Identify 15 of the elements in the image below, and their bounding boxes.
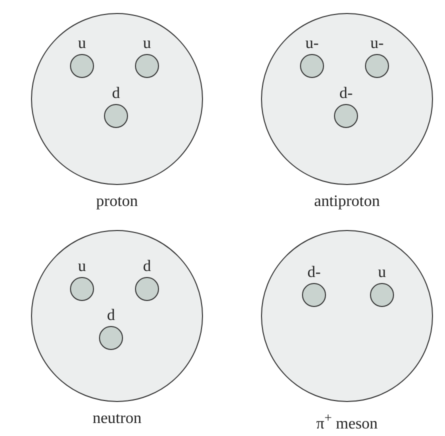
quark-label: u <box>142 36 152 52</box>
quark-label: d <box>106 308 116 324</box>
quark-label: d <box>111 86 121 102</box>
quark-label: u <box>77 259 87 275</box>
particle-name: antiproton <box>313 193 381 211</box>
particle-name: proton <box>95 193 139 211</box>
quark-label: u- <box>304 36 320 52</box>
quark-label: u- <box>369 36 385 52</box>
particle-name: neutron <box>92 410 142 428</box>
quark-label: d- <box>306 265 322 281</box>
quark-label: u <box>77 36 87 52</box>
quark-label: d <box>142 259 152 275</box>
quark-label: d- <box>338 86 354 102</box>
quark-label: u <box>377 265 387 281</box>
particle-name: π$^{+}$ meson <box>315 410 379 434</box>
